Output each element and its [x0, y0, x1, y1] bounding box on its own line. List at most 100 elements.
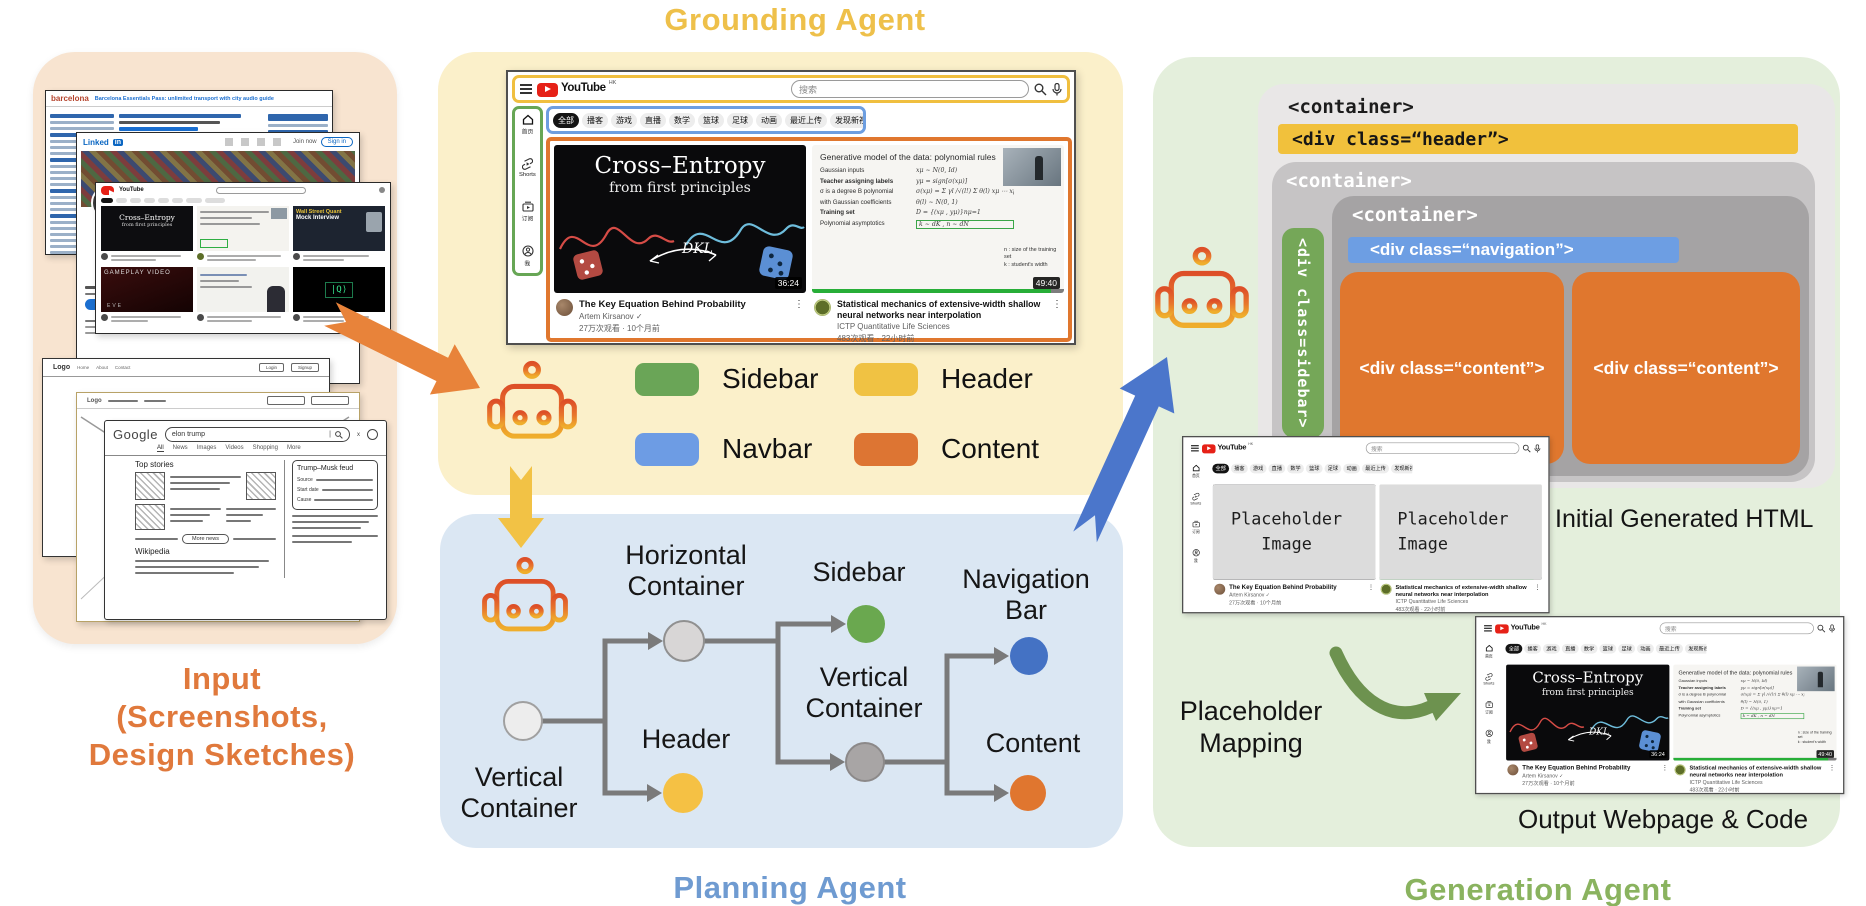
progress-bar — [812, 289, 1064, 293]
youtube-window-annotated: YouTube HK 搜索 首页 Shorts — [506, 70, 1076, 345]
google-search-box: elon trump | — [164, 427, 350, 442]
wireframe-logo: Logo — [53, 364, 71, 371]
sketch-google: Google elon trump | x All News Images Vi… — [104, 420, 387, 620]
account-icon — [367, 429, 378, 440]
mini-thumb-cross-entropy: Cross–Entropy from first principles — [101, 206, 193, 251]
channel-avatar — [814, 299, 831, 316]
html-middle-container: <container> <div class=sidebar> <contain… — [1272, 162, 1815, 482]
channel-avatar — [556, 299, 573, 316]
svg-text:DKL: DKL — [681, 241, 713, 257]
middle-container-tag: <container> — [1286, 170, 1412, 192]
chip: 发现新视频 — [1684, 643, 1707, 654]
video-meta-1: The Key Equation Behind Probability Arte… — [554, 299, 806, 334]
sidebar-item-me: 我 — [1192, 549, 1200, 564]
mini-thumb-whiteboard — [197, 267, 289, 312]
slide-side-notes: n : size of the training set k : student… — [1004, 246, 1057, 268]
thumbnail-art: DKL — [1509, 715, 1669, 752]
screenshot-mini-youtube: YouTube Cross–Entropy from first princip… — [95, 182, 391, 334]
header-div-bar: <div class=“header”> — [1278, 124, 1798, 154]
chip: 游戏 — [1249, 463, 1267, 474]
video-card-2: Generative model of the data: polynomial… — [812, 145, 1064, 343]
linkedin-signin-button: Sign in — [320, 137, 353, 147]
search-input: 搜索 — [1365, 442, 1520, 455]
chip: 播客 — [1524, 643, 1542, 654]
youtube-sidebar-region: 首页 Shorts 订阅 我 — [512, 106, 543, 276]
chip: 动画 — [1343, 463, 1361, 474]
legend-swatch-navbar — [635, 433, 699, 466]
content-div-box-1: <div class=“content”> — [1340, 272, 1564, 464]
search-icon — [1034, 83, 1047, 95]
chip-all: 全部 — [1505, 643, 1523, 654]
chip: 播客 — [582, 112, 608, 128]
video-thumbnail-1: Cross–Entropy from first principles DKL — [554, 145, 806, 293]
video-thumbnail-2: Generative model of the data: polynomial… — [1379, 484, 1542, 580]
channel-avatar — [1214, 583, 1226, 595]
youtube-sidebar-region: 首页 Shorts 订阅 我 — [1479, 639, 1499, 749]
google-logo: Google — [113, 427, 158, 442]
chip: 篮球 — [1599, 643, 1617, 654]
chip-all: 全部 — [1212, 463, 1230, 474]
html-outer-container: <container> <div class=“header”> <contai… — [1258, 84, 1835, 488]
legend-label-sidebar: Sidebar — [722, 363, 819, 394]
youtube-header-region: YouTube HK 搜索 — [1479, 619, 1841, 637]
person-icon — [521, 245, 534, 257]
home-icon — [1192, 464, 1200, 472]
menu-icon — [1484, 624, 1492, 633]
search-icon — [335, 430, 343, 439]
youtube-page: YouTube HK 搜索 首页 Shorts — [506, 70, 1076, 345]
chip: 动画 — [756, 112, 782, 128]
video-thumbnail-2: Generative model of the data: polynomial… — [812, 145, 1064, 293]
subscriptions-icon — [1192, 520, 1200, 528]
outer-container-tag: <container> — [1288, 96, 1414, 118]
subscriptions-icon — [521, 201, 534, 212]
video-card-1: Cross–Entropy from first principles DKL — [1506, 664, 1670, 787]
kebab-menu-icon: ⋮ — [1534, 583, 1541, 591]
top-stories-heading: Top stories — [135, 460, 174, 469]
kebab-menu-icon: ⋮ — [1052, 299, 1062, 310]
duration-badge: 36:24 — [1649, 750, 1667, 758]
output-webpage-window: YouTube HK 搜索 首页 Shorts — [1475, 616, 1866, 891]
sidebar-item-me: 我 — [1485, 729, 1493, 744]
kebab-menu-icon: ⋮ — [794, 299, 804, 310]
navigation-div-bar: <div class=“navigation”> — [1348, 237, 1679, 263]
inner-container-tag: <container> — [1352, 204, 1478, 226]
video-thumbnail-2: Generative model of the data: polynomial… — [1673, 664, 1837, 761]
mini-thumb-slide — [197, 206, 289, 251]
progress-bar — [1673, 757, 1837, 761]
sidebar-item-shorts: Shorts — [518, 158, 537, 178]
mic-icon — [1829, 624, 1836, 633]
tree-label-sidebar: Sidebar — [812, 557, 906, 587]
chip: 发现新视频 — [830, 112, 863, 128]
chip: 直播 — [1561, 643, 1579, 654]
legend-label-navbar: Navbar — [722, 433, 813, 464]
video-card-1: Cross–Entropy from first principles DKL — [554, 145, 806, 334]
lecturer-photo — [1003, 148, 1061, 186]
kebab-menu-icon: ⋮ — [1367, 583, 1375, 591]
wikipedia-heading: Wikipedia — [135, 547, 170, 556]
youtube-content-region: Cross–Entropy from first principles DKL — [1208, 479, 1547, 612]
linkedin-join-button: Join now — [292, 139, 317, 145]
youtube-navbar-region: 全部 播客 游戏 直播 数学 篮球 足球 动画 最近上传 发现新视频 — [546, 106, 866, 134]
legend-label-content: Content — [941, 433, 1040, 464]
sidebar-item-shorts: Shorts — [1190, 493, 1202, 506]
youtube-navbar-region: 全部 播客 游戏 直播 数学 篮球 足球 动画 最近上传 发现新视频 — [1208, 459, 1414, 477]
video-thumbnail-1: Cross–Entropy from first principles DKL — [1506, 664, 1670, 761]
thumbnail-art: DKL — [559, 223, 805, 280]
svg-text:DKL: DKL — [1588, 728, 1609, 738]
placeholder-html-window: YouTube HK 搜索 首页 Shorts — [1182, 436, 1752, 711]
chip-all: 全部 — [553, 112, 579, 128]
youtube-logo: YouTube HK — [1495, 622, 1546, 634]
video-meta-2: Statistical mechanics of extensive-width… — [812, 299, 1064, 344]
chip: 最近上传 — [785, 112, 827, 128]
channel-avatar — [1674, 764, 1686, 776]
youtube-play-icon — [1201, 444, 1216, 454]
youtube-page: YouTube HK 搜索 首页 Shorts — [1475, 616, 1845, 795]
channel-avatar — [1380, 583, 1392, 595]
menu-icon — [520, 82, 532, 96]
wireframe-login-button: Login — [258, 363, 284, 372]
lecturer-photo — [1797, 666, 1835, 692]
